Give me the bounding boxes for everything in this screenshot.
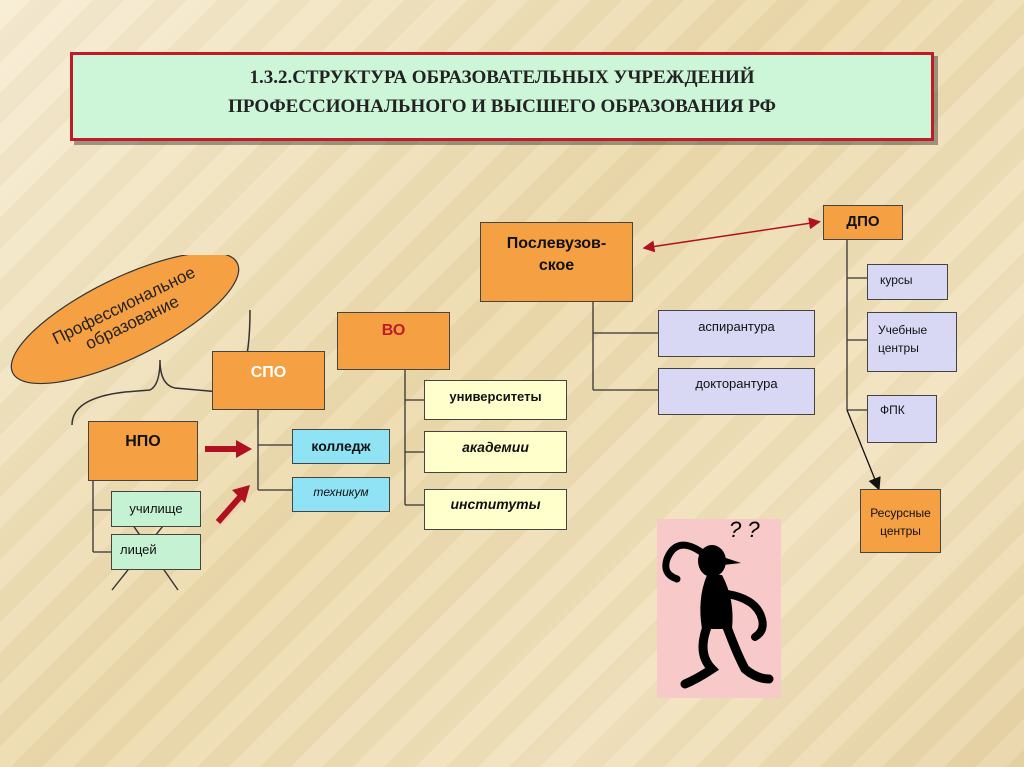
- npo-to-technikum-arrow: [215, 495, 243, 524]
- vo-item-universitety: университеты: [424, 380, 567, 420]
- vo-label: ВО: [381, 322, 406, 339]
- spo-box: СПО: [212, 351, 325, 410]
- dpo-item-uchebnye-tsentry: Учебные центры: [867, 312, 957, 372]
- thinking-figure-panel: ? ?: [657, 517, 781, 698]
- resource-centers-box: Ресурсные центры: [860, 489, 941, 553]
- dpo-item-fpk: ФПК: [867, 395, 937, 443]
- spo-item-tekhnikum: техникум: [292, 477, 390, 512]
- npo-item-uchilische: училище: [111, 491, 201, 527]
- vo-item-label: университеты: [449, 389, 542, 404]
- post-item-label: аспирантура: [698, 319, 775, 334]
- vo-box: ВО: [337, 312, 450, 370]
- thinking-person-icon: [662, 541, 774, 689]
- dpo-item-label: Учебные центры: [878, 323, 928, 355]
- postgraduate-line-2: ское: [538, 257, 575, 274]
- vo-item-akademii: академии: [424, 431, 567, 473]
- professional-education-oval: [10, 255, 240, 385]
- spo-label: СПО: [250, 364, 287, 381]
- dpo-box: ДПО: [823, 205, 903, 240]
- dpo-item-label: курсы: [880, 273, 913, 287]
- dpo-item-label: ФПК: [880, 403, 905, 417]
- spo-item-label: колледж: [311, 438, 371, 454]
- npo-item-label: училище: [129, 501, 183, 516]
- spo-item-kolledzh: колледж: [292, 429, 390, 464]
- postgraduate-box: Послевузов- ское: [480, 222, 633, 302]
- post-item-aspirantura: аспирантура: [658, 310, 815, 357]
- npo-item-label: лицей: [120, 542, 157, 557]
- dpo-label: ДПО: [846, 213, 880, 230]
- dpo-item-kursy: курсы: [867, 264, 948, 300]
- post-item-doktorantura: докторантура: [658, 368, 815, 415]
- npo-label: НПО: [125, 433, 161, 450]
- post-item-label: докторантура: [695, 376, 778, 391]
- vo-item-instituty: институты: [424, 489, 567, 530]
- question-marks: ? ?: [729, 517, 760, 542]
- double-arrow: [642, 217, 821, 253]
- resource-centers-label: Ресурсные центры: [870, 506, 931, 538]
- spo-item-label: техникум: [313, 485, 369, 499]
- postgraduate-line-1: Послевузов-: [506, 235, 607, 252]
- title-line-1: 1.3.2.СТРУКТУРА ОБРАЗОВАТЕЛЬНЫХ УЧРЕЖДЕН…: [249, 67, 755, 88]
- npo-item-litsey: лицей: [111, 534, 201, 570]
- npo-box: НПО: [88, 421, 198, 481]
- postgraduate-label: Послевузов- ское: [481, 233, 632, 277]
- vo-item-label: институты: [450, 496, 541, 512]
- vo-item-label: академии: [462, 439, 529, 455]
- title-line-2: ПРОФЕССИОНАЛЬНОГО И ВЫСШЕГО ОБРАЗОВАНИЯ …: [228, 96, 776, 117]
- page-title: 1.3.2.СТРУКТУРА ОБРАЗОВАТЕЛЬНЫХ УЧРЕЖДЕН…: [70, 52, 934, 141]
- dpo-resource-arrow: [846, 409, 881, 491]
